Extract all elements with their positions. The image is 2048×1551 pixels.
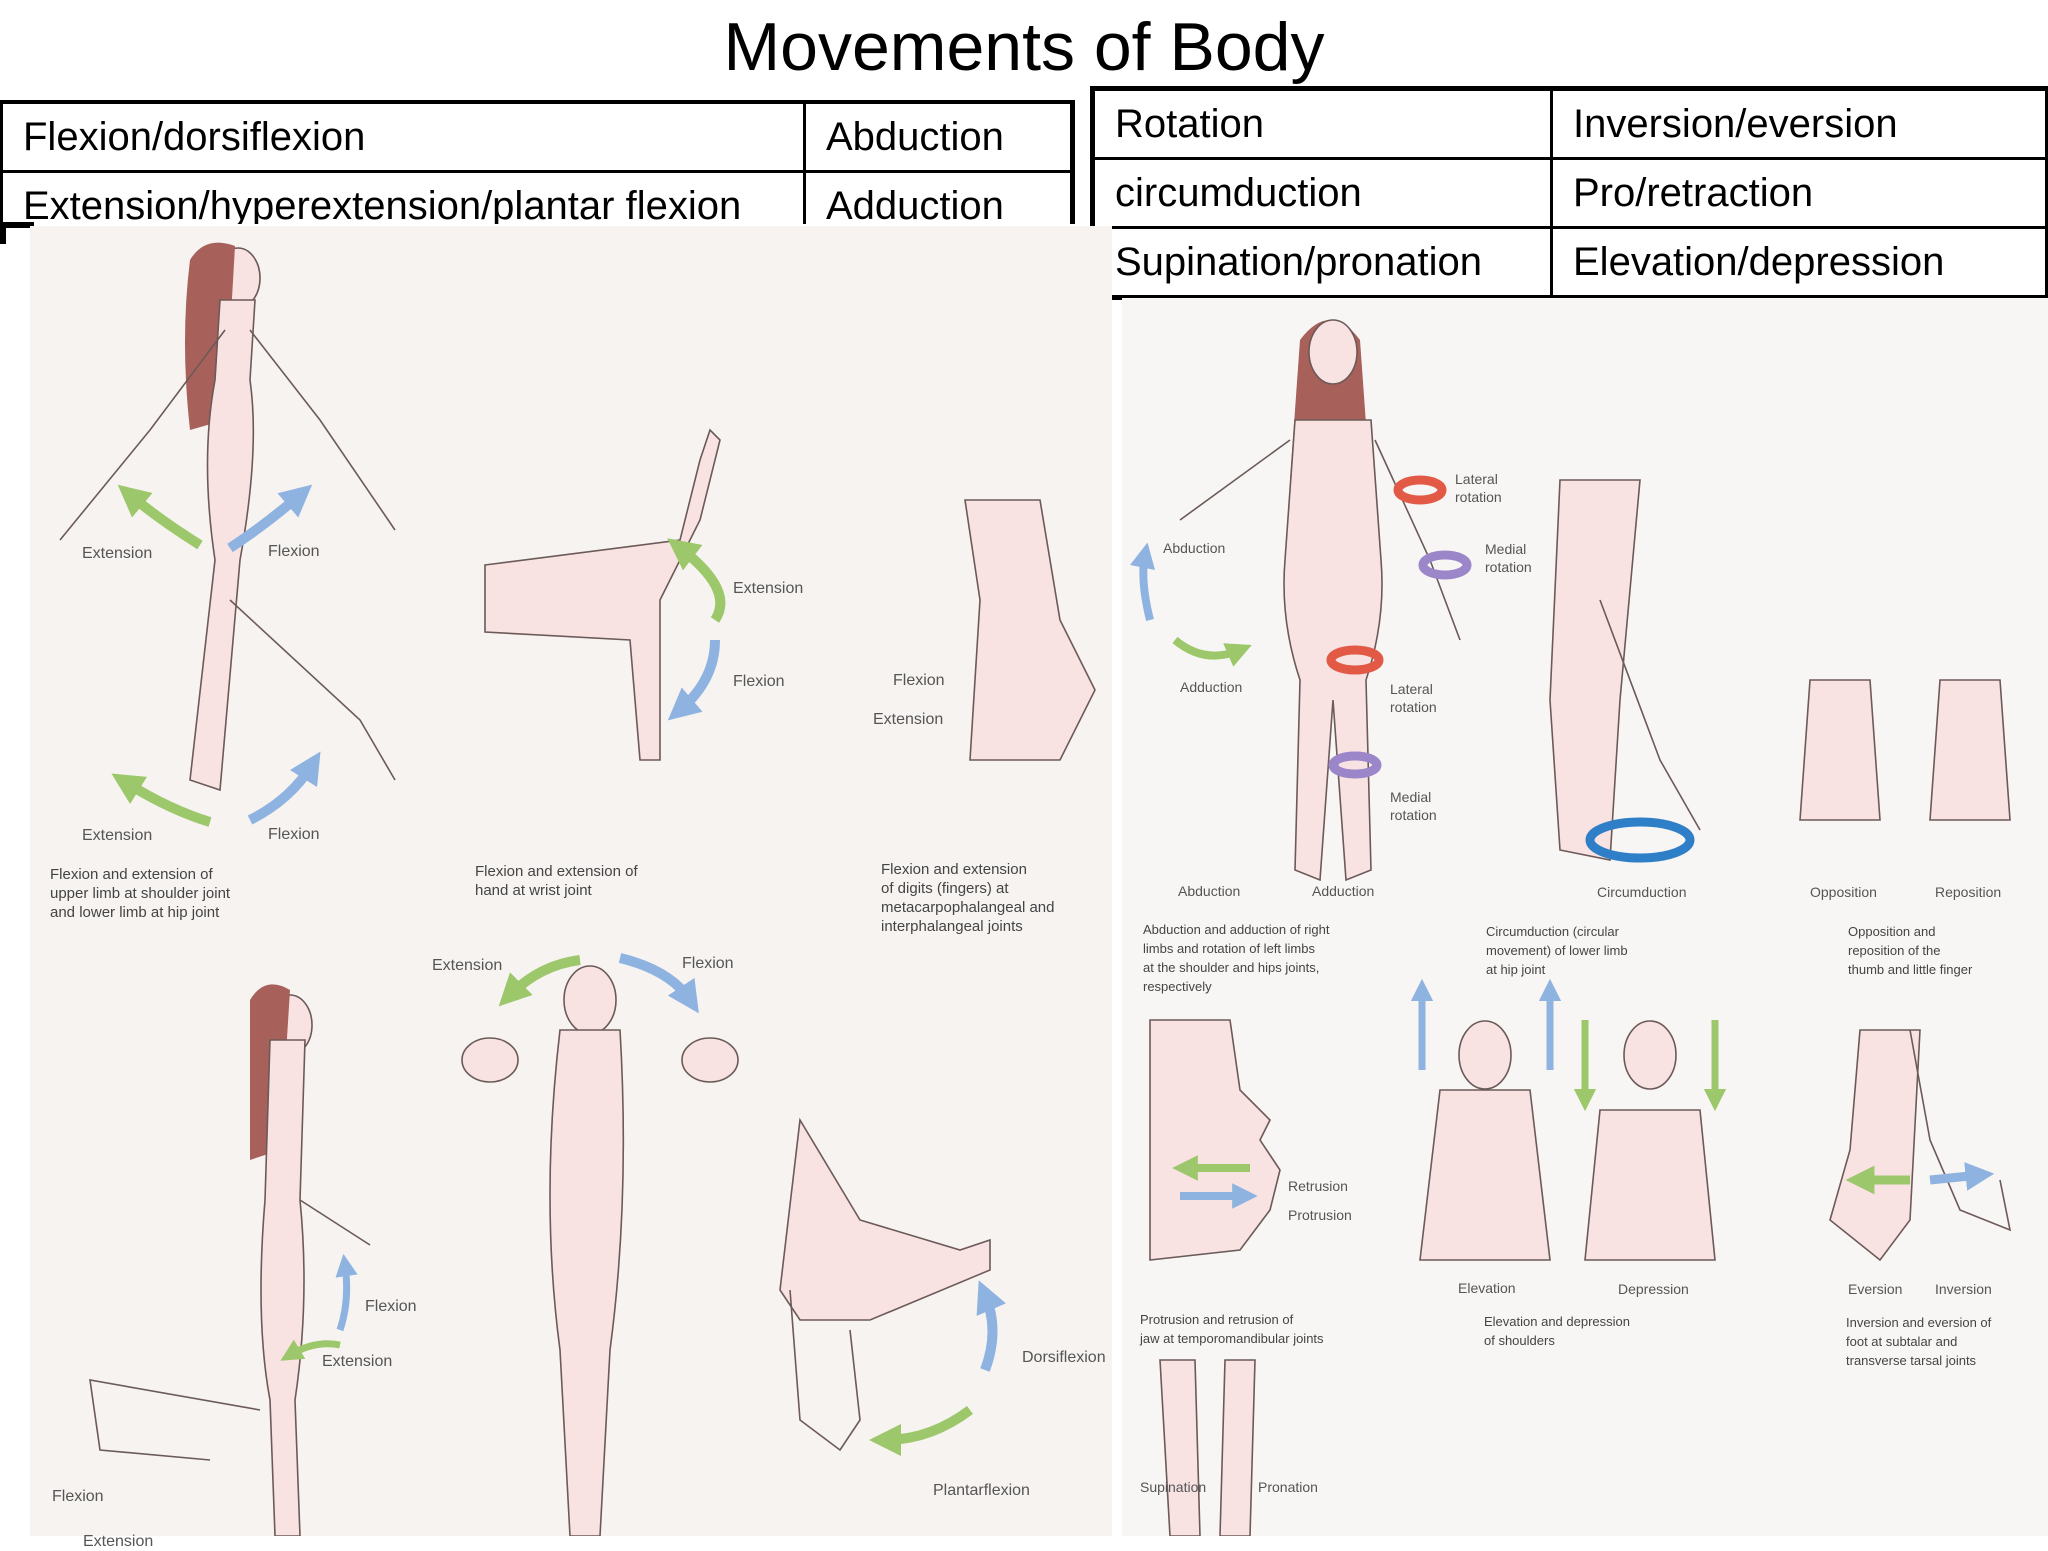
- label-leg-flexion: Flexion: [365, 1298, 417, 1315]
- label-inversion: Inversion: [1935, 1281, 1992, 1297]
- figure-forearms: [1159, 1359, 1256, 1536]
- label-abduction: Abduction: [1178, 883, 1241, 899]
- figure-shoulders: [1419, 1020, 1716, 1261]
- label-eversion: Eversion: [1848, 1281, 1903, 1297]
- label-circumduction: Circumduction: [1597, 884, 1687, 900]
- table-row: Rotation Inversion/eversion: [1091, 87, 2048, 160]
- arrow-abduction: [1129, 542, 1156, 621]
- left-table-corner: [0, 222, 34, 228]
- arrow-wrist-extension: [667, 538, 726, 623]
- label-depression: Depression: [1618, 1281, 1689, 1297]
- label-opposition: Opposition: [1810, 884, 1877, 900]
- figure-foot: [779, 1117, 991, 1452]
- caption-wrist: Flexion and extension of hand at wrist j…: [475, 863, 638, 899]
- rotation-ring-medial-2: [1328, 751, 1382, 779]
- label-flexion: Flexion: [268, 543, 320, 560]
- label-adduction: Adduction: [1180, 679, 1243, 695]
- label-reposition: Reposition: [1935, 884, 2002, 900]
- label-neck-extension: Extension: [432, 957, 503, 974]
- figure-walking: [59, 242, 396, 792]
- right-movement-table: Rotation Inversion/eversion circumductio…: [1090, 86, 2048, 300]
- label-wrist-extension: Extension: [733, 580, 804, 597]
- label-plantarflexion: Plantarflexion: [933, 1482, 1030, 1499]
- arrow-plantarflexion: [869, 1405, 973, 1456]
- label-adduction: Adduction: [1312, 883, 1375, 899]
- table-cell: circumduction: [1091, 157, 1553, 229]
- figure-jaw: [1149, 1019, 1281, 1261]
- label-digit-flexion: Flexion: [893, 672, 945, 689]
- table-cell: Adduction: [803, 170, 1074, 224]
- arrow-neck-extension: [498, 955, 581, 1007]
- table-cell: Abduction: [803, 100, 1074, 173]
- label-lateral-rotation: Lateral rotation: [1390, 681, 1437, 715]
- rotation-ring-lateral-2: [1326, 645, 1384, 675]
- figure-foot-inversion: [1829, 1029, 2012, 1262]
- arrow-flexion-1: [227, 484, 313, 553]
- circumduction-ring: [1585, 817, 1695, 863]
- arrow-extension-1: [117, 484, 203, 550]
- left-table-wrapper: Flexion/dorsiflexion Abduction Extension…: [0, 100, 1080, 224]
- arrow-extension-2: [111, 773, 212, 827]
- table-row: circumduction Pro/retraction: [1091, 157, 2048, 229]
- table-cell: Flexion/dorsiflexion: [0, 100, 806, 173]
- label-retrusion: Retrusion: [1288, 1178, 1348, 1194]
- arrow-leg-extension: [280, 1339, 341, 1361]
- caption-foot-inversion: Inversion and eversion of foot at subtal…: [1846, 1315, 1992, 1368]
- label-extension: Extension: [82, 827, 153, 844]
- caption-jaw: Protrusion and retrusion of jaw at tempo…: [1140, 1312, 1324, 1346]
- label-leg-flexion: Flexion: [52, 1488, 104, 1505]
- arrow-inversion: [1929, 1162, 1995, 1191]
- label-abduction: Abduction: [1163, 540, 1226, 556]
- left-table-corner-v: [0, 222, 6, 244]
- figure-neck: [461, 965, 739, 1536]
- caption-opposition: Opposition and reposition of the thumb a…: [1848, 924, 1973, 977]
- label-protrusion: Protrusion: [1288, 1207, 1352, 1223]
- figure-anatomical-position: [1179, 319, 1461, 882]
- label-flexion: Flexion: [268, 826, 320, 843]
- label-supination: Supination: [1140, 1479, 1207, 1495]
- page-title: Movements of Body: [723, 9, 1325, 85]
- table-row: Supination/pronation Elevation/depressio…: [1091, 226, 2048, 299]
- label-neck-flexion: Flexion: [682, 955, 734, 972]
- label-lateral-rotation: Lateral rotation: [1455, 471, 1502, 505]
- table-cell: Supination/pronation: [1091, 226, 1553, 299]
- table-row: Flexion/dorsiflexion Abduction: [0, 100, 1074, 173]
- figure-leg-flexion: [89, 984, 371, 1536]
- rotation-ring-lateral-1: [1393, 475, 1447, 505]
- label-medial-rotation: Medial rotation: [1390, 789, 1437, 823]
- arrow-flexion-2: [247, 751, 321, 825]
- table-row: Extension/hyperextension/plantar flexion…: [0, 170, 1074, 224]
- table-cell: Extension/hyperextension/plantar flexion: [0, 170, 806, 224]
- arrow-wrist-flexion: [667, 639, 720, 721]
- arrow-neck-flexion: [618, 953, 699, 1014]
- label-wrist-flexion: Flexion: [733, 673, 785, 690]
- table-cell: Inversion/eversion: [1550, 87, 2048, 160]
- left-movement-table: Flexion/dorsiflexion Abduction Extension…: [0, 100, 1075, 224]
- figure-opposition-hands: [1799, 679, 2011, 821]
- caption-shoulders: Elevation and depression of shoulders: [1484, 1314, 1630, 1348]
- label-dorsiflexion: Dorsiflexion: [1022, 1349, 1106, 1366]
- arrow-dorsiflexion: [976, 1280, 1007, 1372]
- label-digit-extension: Extension: [873, 711, 944, 728]
- caption-digits: Flexion and extension of digits (fingers…: [881, 861, 1055, 935]
- label-leg-extension: Extension: [322, 1353, 393, 1370]
- arrow-leg-flexion: [335, 1253, 358, 1332]
- figure-circumduction-leg: [1549, 479, 1701, 861]
- caption-shoulder-hip: Flexion and extension of upper limb at s…: [50, 866, 231, 921]
- caption-circumduction: Circumduction (circular movement) of low…: [1486, 924, 1628, 977]
- label-pronation: Pronation: [1258, 1479, 1318, 1495]
- table-cell: Rotation: [1091, 87, 1553, 160]
- table-cell: Elevation/depression: [1550, 226, 2048, 299]
- figure-digits: [964, 499, 1096, 761]
- table-cell: Pro/retraction: [1550, 157, 2048, 229]
- caption-abduction-rotation: Abduction and adduction of right limbs a…: [1143, 922, 1330, 994]
- label-medial-rotation: Medial rotation: [1485, 541, 1532, 575]
- rotation-ring-medial-1: [1418, 550, 1472, 580]
- arrow-adduction: [1172, 636, 1252, 667]
- label-extension: Extension: [82, 545, 153, 562]
- label-elevation: Elevation: [1458, 1280, 1516, 1296]
